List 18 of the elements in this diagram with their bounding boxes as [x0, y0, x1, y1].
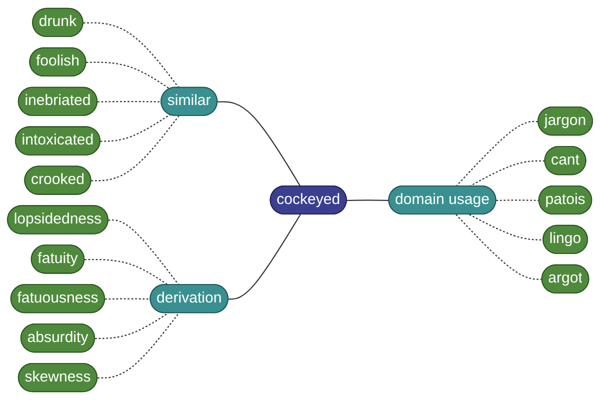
- connector: [218, 101, 301, 187]
- connector: [86, 62, 170, 90]
- connector: [456, 214, 542, 280]
- connector: [98, 312, 180, 379]
- connector: [84, 258, 168, 286]
- connector: [98, 100, 162, 102]
- connector: [91, 116, 180, 182]
- connector: [83, 22, 180, 88]
- connector: [456, 120, 539, 187]
- connector: [346, 200, 390, 202]
- connector: [105, 298, 151, 300]
- connector: [228, 214, 301, 300]
- connector: [469, 214, 544, 240]
- connector: [100, 114, 170, 142]
- connector: [108, 220, 180, 286]
- connector: [95, 312, 168, 340]
- connector: [496, 200, 540, 202]
- connector: [469, 160, 546, 187]
